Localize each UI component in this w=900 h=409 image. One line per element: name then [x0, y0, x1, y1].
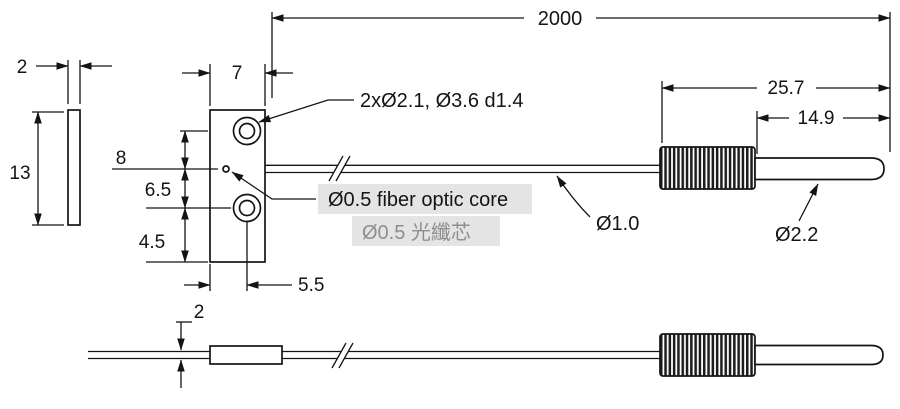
dim-hole-to-core-value: 8: [116, 148, 127, 169]
dim-head-width-value: 7: [232, 63, 243, 84]
cable-top-view: [265, 155, 660, 182]
dim-hole-to-edge: 4.5: [139, 207, 208, 263]
strain-relief-sleeve-side: [659, 333, 756, 377]
mounting-hole-top-inner: [238, 122, 256, 140]
dim-cable-thickness: 2: [176, 302, 204, 388]
bottom-side-view: 2: [88, 302, 884, 388]
leader-line: [231, 171, 316, 200]
dim-tip-length: 14.9: [756, 108, 891, 154]
dim-plate-height: 13: [9, 111, 64, 226]
dim-overall-value: 2000: [538, 8, 583, 30]
fiber-core-label-highlight-zh: [352, 216, 500, 246]
dim-hole-to-core: 8: [112, 130, 218, 170]
dim-overall-length: 2000: [271, 8, 891, 152]
dim-cable-thickness-value: 2: [194, 302, 205, 323]
dim-sleeve-length: 25.7: [661, 78, 891, 143]
dim-hole-to-edge-value: 4.5: [139, 232, 165, 253]
front-view-head-group: [209, 109, 266, 263]
callout-fiber-core: Ø0.5 fiber optic core Ø0.5 光纖芯: [231, 171, 532, 246]
fiber-core-dot: [222, 165, 230, 173]
head-block-side: [209, 345, 283, 365]
leader-line: [798, 183, 819, 222]
dim-hole-center-offset-value: 5.5: [298, 275, 324, 296]
side-view-plate: [67, 109, 81, 226]
dim-plate-height-value: 13: [9, 163, 30, 184]
dim-hole-center-offset: 5.5: [184, 222, 324, 296]
dim-plate-thickness: 2: [17, 57, 112, 104]
break-mark: [331, 342, 347, 369]
break-gap: [332, 342, 353, 369]
dim-sleeve-length-value: 25.7: [768, 78, 805, 99]
leader-line: [258, 99, 354, 123]
break-gap: [329, 155, 350, 182]
cable-diameter-label: Ø1.0: [596, 213, 639, 235]
fiber-core-label-highlight-en: [318, 184, 532, 214]
mounting-hole-bottom-inner: [238, 199, 256, 217]
callout-mounting-holes: 2xØ2.1, Ø3.6 d1.4: [258, 90, 523, 123]
tip-diameter-label: Ø2.2: [775, 224, 818, 246]
break-mark: [338, 342, 354, 369]
ferrule-tip-top: [754, 157, 885, 181]
break-mark: [328, 155, 344, 182]
dim-core-to-hole-value: 6.5: [145, 180, 171, 201]
fiber-core-label-en: Ø0.5 fiber optic core: [328, 189, 508, 211]
callout-cable-diameter: Ø1.0: [556, 175, 639, 235]
side-view-plate-group: 2 13: [9, 57, 112, 226]
dim-plate-thickness-value: 2: [17, 57, 28, 78]
ferrule-tip-side: [754, 344, 884, 366]
callout-tip-diameter: Ø2.2: [775, 183, 819, 246]
leader-line: [556, 175, 591, 218]
strain-relief-sleeve-top: [659, 146, 756, 190]
break-mark: [335, 155, 351, 182]
dim-head-width: 7: [182, 63, 293, 106]
dim-tip-length-value: 14.9: [798, 108, 835, 129]
fiber-core-label-zh: Ø0.5 光纖芯: [362, 221, 471, 244]
mounting-holes-label: 2xØ2.1, Ø3.6 d1.4: [360, 90, 523, 112]
